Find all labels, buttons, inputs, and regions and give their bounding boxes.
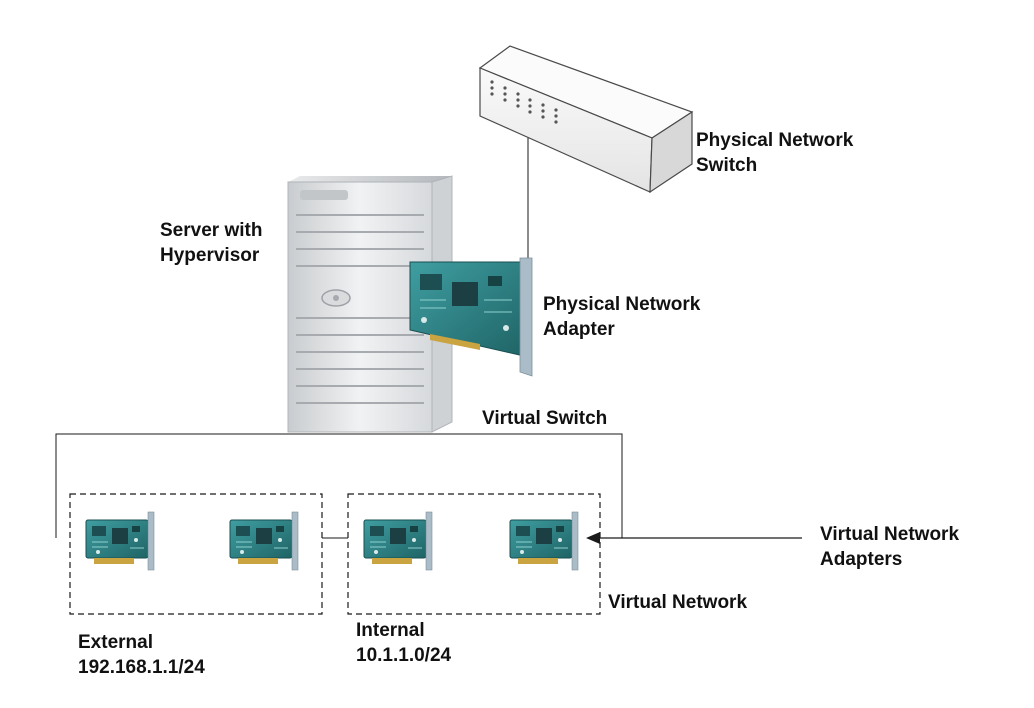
physical-switch-label-line1: Physical Network [696, 130, 854, 151]
internal-network-label: Internal 10.1.1.0/24 [356, 618, 451, 668]
pointer-arrow-head [586, 532, 600, 544]
external-network-name: External [78, 632, 153, 653]
virtual-network-label: Virtual Network [608, 592, 748, 613]
internal-network-subnet: 10.1.1.0/24 [356, 645, 452, 666]
physical-adapter-label-line2: Adapter [543, 319, 615, 340]
virtual-switch-label: Virtual Switch [482, 408, 608, 429]
physical-adapter-label: Physical Network Adapter [543, 292, 700, 342]
physical-adapter-icon [409, 257, 533, 377]
server-tower-icon [287, 175, 453, 433]
server-label-line2: Hypervisor [160, 245, 260, 266]
server-label: Server with Hypervisor [160, 218, 262, 268]
physical-adapter-label-line1: Physical Network [543, 294, 701, 315]
physical-switch-label-line2: Switch [696, 155, 758, 176]
external-network-label: External 192.168.1.1/24 [78, 630, 205, 680]
server-label-line1: Server with [160, 220, 263, 241]
internal-network-name: Internal [356, 620, 425, 641]
physical-switch-label: Physical Network Switch [696, 128, 853, 178]
virtual-adapters-label: Virtual Network Adapters [820, 522, 959, 572]
external-network-subnet: 192.168.1.1/24 [78, 657, 205, 678]
network-switch-icon [478, 45, 694, 194]
virtual-adapters-label-line1: Virtual Network [820, 524, 960, 545]
virtual-adapters-label-line2: Adapters [820, 549, 903, 570]
